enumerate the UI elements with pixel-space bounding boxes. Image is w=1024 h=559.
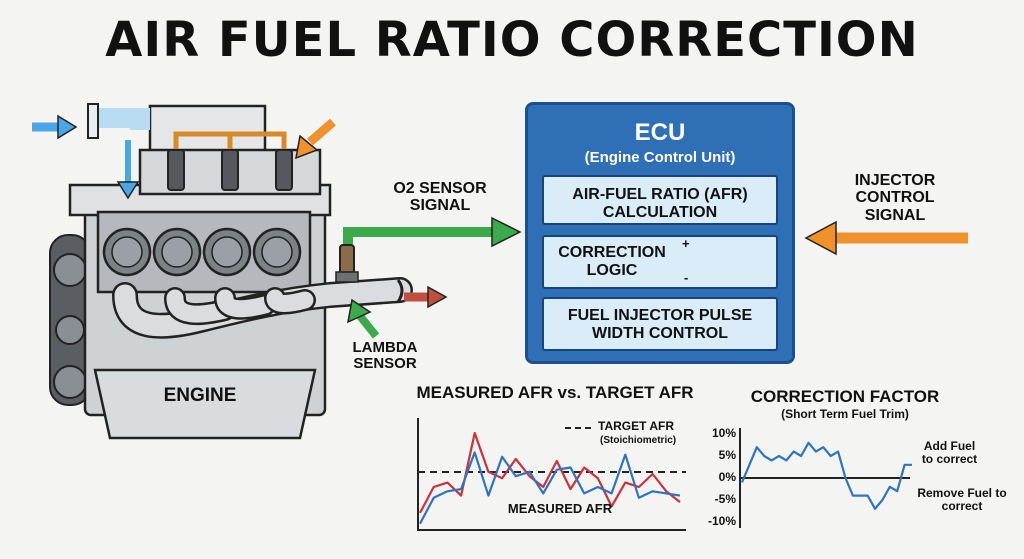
injector-control-signal-label: INJECTOR CONTROL SIGNAL (854, 172, 936, 224)
exhaust-manifold (112, 277, 413, 339)
o2-sensor-icon (335, 244, 359, 283)
add-fuel-label: Add Fuel to correct (921, 439, 978, 466)
exhaust-out-arrow (404, 285, 448, 309)
afr-calculation-label: AIR-FUEL RATIO (AFR) CALCULATION (572, 186, 748, 221)
target-afr-note: (Stoichiometric) (600, 435, 677, 446)
correction-logic-block: CORRECTION LOGIC + - (542, 235, 778, 289)
cylinder-icon (102, 227, 302, 277)
logic-minus-sign: - (684, 270, 689, 285)
fuel-input-arrow (295, 118, 336, 160)
measured-afr-series-line (419, 451, 681, 525)
ecu-title: ECU (634, 119, 686, 146)
o2-sensor-signal-arrow (343, 216, 522, 248)
intake-air-arrow (32, 114, 78, 140)
afr-chart-title: MEASURED AFR vs. TARGET AFR (416, 383, 694, 402)
page-title: AIR FUEL RATIO CORRECTION (105, 12, 919, 68)
correction-factor-chart (739, 428, 912, 528)
lambda-sensor-arrow (347, 298, 380, 339)
y-tick-label: 5% (718, 448, 736, 462)
y-tick-label: -5% (714, 492, 736, 506)
y-tick-label: 10% (711, 426, 736, 440)
correction-logic-label: CORRECTION LOGIC (558, 244, 666, 279)
lambda-sensor-label: LAMBDA SENSOR (352, 339, 418, 373)
measured-afr-label: MEASURED AFR (507, 501, 613, 516)
fuel-injector-icon (167, 149, 293, 191)
fuel-trim-series-line (740, 441, 912, 510)
engine-label: ENGINE (163, 385, 237, 406)
y-tick-label: -10% (707, 514, 736, 528)
pulse-width-control-block: FUEL INJECTOR PULSE WIDTH CONTROL (542, 297, 778, 351)
logic-plus-sign: + (682, 236, 690, 251)
o2-sensor-signal-label: O2 SENSOR SIGNAL (393, 180, 487, 215)
pulse-width-control-label: FUEL INJECTOR PULSE WIDTH CONTROL (567, 307, 753, 342)
correction-factor-subtitle: (Short Term Fuel Trim) (781, 407, 909, 421)
afr-chart (417, 418, 686, 531)
afr-calculation-block: AIR-FUEL RATIO (AFR) CALCULATION (542, 175, 778, 225)
engine-illustration (49, 103, 413, 440)
correction-factor-title: CORRECTION FACTOR (750, 387, 940, 406)
y-tick-label: 0% (718, 470, 736, 484)
ecu-subtitle: (Engine Control Unit) (584, 149, 736, 166)
target-afr-label: TARGET AFR (598, 419, 674, 433)
ecu-box: ECU (Engine Control Unit) AIR-FUEL RATIO… (525, 102, 795, 364)
remove-fuel-label: Remove Fuel to correct (917, 486, 1007, 513)
injector-control-arrow (804, 220, 968, 256)
